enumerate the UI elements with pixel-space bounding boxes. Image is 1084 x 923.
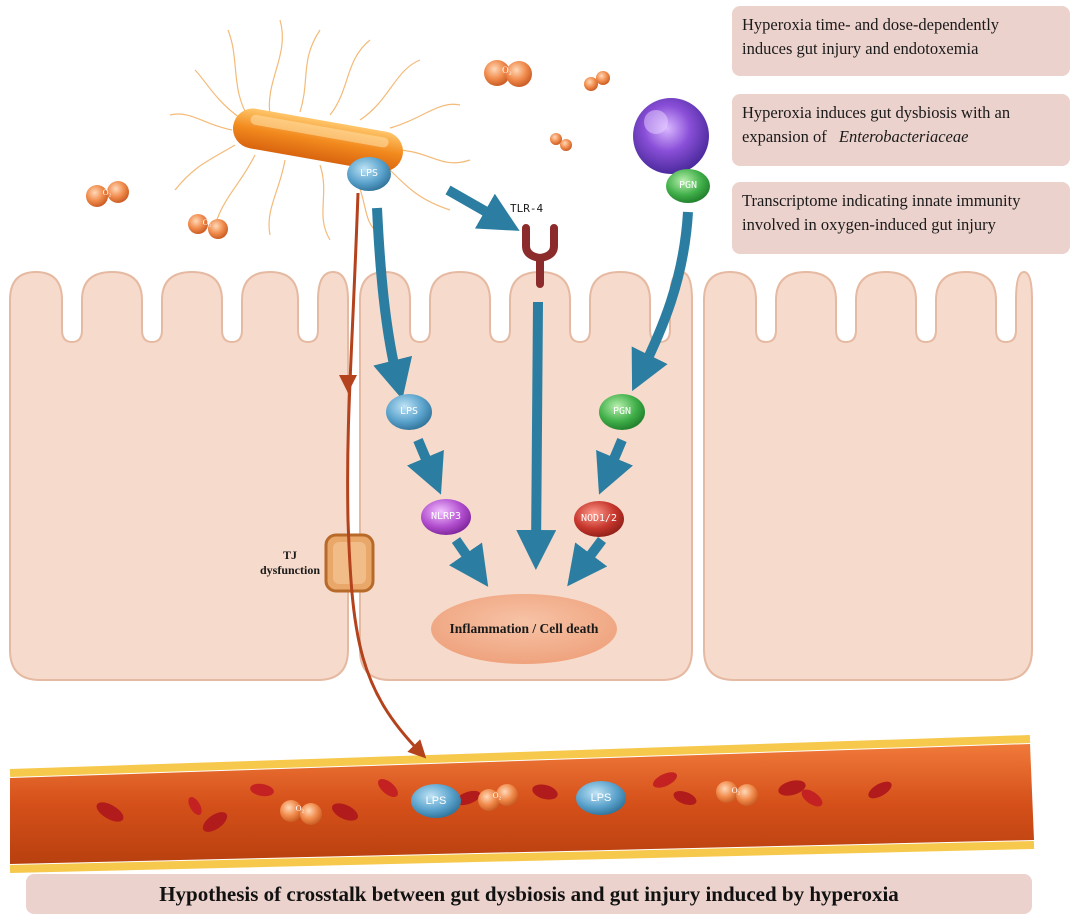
arrow-translocation bbox=[346, 192, 427, 759]
lps-cell-label: LPS bbox=[399, 406, 419, 417]
red-blood-cell bbox=[202, 812, 228, 832]
pgn-cell-label: PGN bbox=[612, 406, 632, 417]
finding-note-dysbiosis-taxon: Enterobacteriaceae bbox=[838, 127, 969, 146]
red-blood-cell bbox=[673, 791, 697, 805]
oxygen-symbol: O₂ bbox=[492, 791, 502, 800]
lps-cell-node bbox=[386, 394, 432, 430]
lps-blood-node-1 bbox=[411, 784, 461, 818]
arrow-pgn-to-cell bbox=[631, 211, 693, 392]
tj-label-line-1: TJ bbox=[282, 548, 297, 562]
oxygen-symbol: O₂ bbox=[102, 188, 112, 197]
tj-label: TJ dysfunction bbox=[250, 548, 330, 578]
epithelial-cell-right bbox=[703, 270, 1033, 681]
arrows bbox=[339, 185, 693, 759]
lps-bacterium-node bbox=[347, 157, 391, 191]
oxygen-symbol: O₂ bbox=[202, 218, 212, 227]
red-blood-cell bbox=[188, 796, 202, 816]
oxygen-molecules bbox=[86, 60, 758, 825]
arrow-lps-to-nlrp3 bbox=[407, 438, 444, 495]
arrow-nod-to-outcome bbox=[567, 537, 608, 587]
red-blood-cell bbox=[96, 802, 124, 822]
red-blood-cell bbox=[801, 789, 823, 807]
red-blood-cell bbox=[331, 803, 359, 821]
finding-note-time-dose-line-1: Hyperoxia time- and dose-dependently bbox=[742, 15, 1000, 34]
epithelial-cell-left bbox=[9, 270, 349, 681]
oxygen-molecule-large bbox=[484, 60, 532, 87]
nod-label: NOD1/2 bbox=[580, 513, 618, 524]
red-blood-cell bbox=[652, 772, 678, 788]
red-blood-cell bbox=[250, 783, 274, 797]
arrow-tlr4-to-outcome bbox=[516, 301, 557, 570]
tlr4-label: TLR-4 bbox=[510, 202, 544, 215]
tj-label-line-2: dysfunction bbox=[259, 563, 321, 577]
finding-note-dysbiosis-line-2: expansion of Enterobacteriaceae bbox=[742, 125, 1060, 149]
oxygen-molecule bbox=[716, 781, 758, 806]
finding-note-transcriptome-line-2: involved in oxygen-induced gut injury bbox=[742, 215, 996, 234]
finding-note-transcriptome-line-1: Transcriptome indicating innate immunity bbox=[742, 191, 1021, 210]
oxygen-molecule bbox=[550, 133, 572, 151]
nlrp3-node bbox=[421, 499, 471, 535]
diagram-caption: Hypothesis of crosstalk between gut dysb… bbox=[26, 874, 1032, 914]
arrow-lps-to-cell bbox=[372, 207, 413, 400]
red-blood-cell bbox=[778, 780, 806, 796]
arrow-nlrp3-to-outcome bbox=[449, 537, 489, 587]
nod-node bbox=[574, 501, 624, 537]
pgn-cell-node bbox=[599, 394, 645, 430]
pgn-immune-label: PGN bbox=[678, 180, 698, 191]
oxygen-symbol: O₂ bbox=[502, 65, 512, 75]
oxygen-molecule bbox=[478, 784, 518, 811]
oxygen-molecule bbox=[280, 800, 322, 825]
finding-note-dysbiosis-text: expansion of bbox=[742, 127, 827, 146]
finding-note-transcriptome: Transcriptome indicating innate immunity… bbox=[732, 182, 1070, 254]
outcome-label: Inflammation / Cell death bbox=[449, 621, 599, 636]
outcome-node bbox=[431, 594, 617, 664]
epithelial-cells bbox=[9, 270, 1033, 681]
red-blood-cell bbox=[868, 781, 892, 799]
finding-note-dysbiosis-line-1: Hyperoxia induces gut dysbiosis with an bbox=[742, 103, 1011, 122]
lps-bacterium-label: LPS bbox=[359, 168, 379, 179]
finding-note-dysbiosis: Hyperoxia induces gut dysbiosis with an … bbox=[732, 94, 1070, 166]
finding-note-time-dose: Hyperoxia time- and dose-dependently ind… bbox=[732, 6, 1070, 76]
lps-blood-node-2 bbox=[576, 781, 626, 815]
pgn-immune-node bbox=[666, 169, 710, 203]
oxygen-molecule bbox=[86, 181, 129, 207]
blood-vessel bbox=[9, 735, 1035, 873]
arrow-pgn-to-nod bbox=[596, 438, 633, 495]
nlrp3-label: NLRP3 bbox=[430, 511, 462, 522]
oxygen-symbol: O₂ bbox=[295, 804, 305, 813]
red-blood-cell bbox=[532, 784, 558, 800]
red-blood-cell bbox=[455, 790, 481, 806]
arrow-lps-to-tlr4 bbox=[445, 185, 520, 231]
tlr4-receptor bbox=[522, 224, 558, 288]
bacterium-body bbox=[233, 108, 403, 172]
oxygen-molecule bbox=[188, 214, 228, 239]
oxygen-symbol: O₂ bbox=[731, 786, 741, 795]
lps-blood-label-1: LPS bbox=[425, 795, 447, 807]
oxygen-molecule bbox=[584, 71, 610, 91]
red-blood-cell bbox=[378, 779, 398, 797]
immune-cell bbox=[633, 98, 709, 174]
lps-blood-label-2: LPS bbox=[590, 792, 612, 804]
finding-note-time-dose-line-2: induces gut injury and endotoxemia bbox=[742, 39, 979, 58]
